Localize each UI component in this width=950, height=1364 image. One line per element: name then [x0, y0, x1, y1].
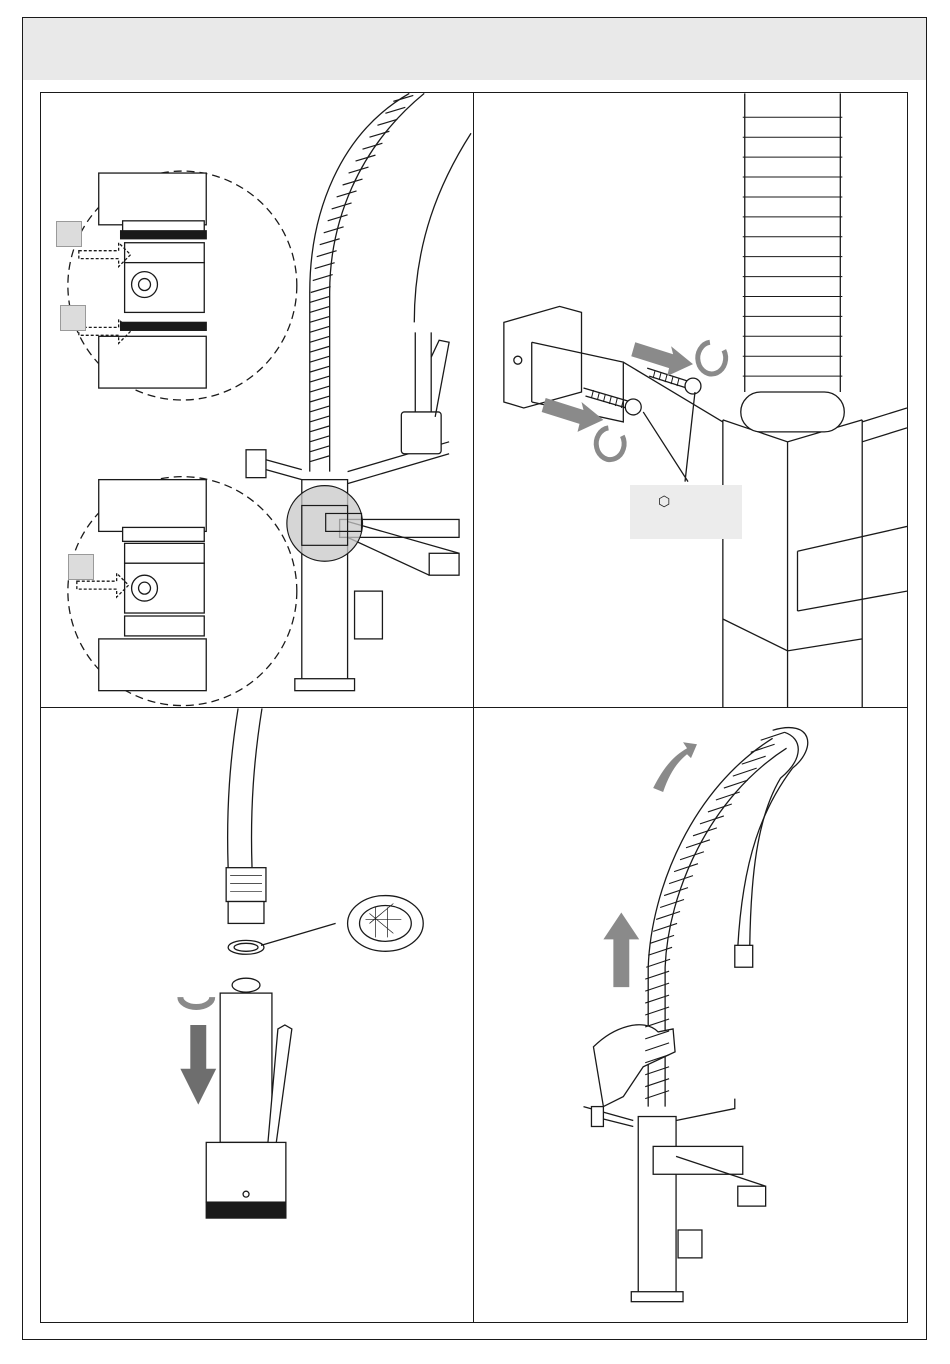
- panel-step-2: ⬡: [473, 92, 908, 709]
- panel-step-1: [40, 92, 475, 709]
- bracket-mounting-illustration: [474, 93, 907, 708]
- spray-head-aerator-illustration: [41, 708, 474, 1322]
- tool-callout-box: [630, 485, 742, 539]
- label-box-upper-1: [56, 221, 82, 247]
- header-band: [23, 18, 926, 80]
- spring-hose-installation-illustration: [474, 708, 907, 1322]
- panel-step-3: [40, 707, 475, 1323]
- faucet-cartridge-illustration: [41, 93, 474, 708]
- panel-step-4: [473, 707, 908, 1323]
- label-box-lower: [68, 554, 94, 580]
- hex-key-icon: ⬡: [658, 495, 670, 509]
- label-box-upper-2: [60, 305, 86, 331]
